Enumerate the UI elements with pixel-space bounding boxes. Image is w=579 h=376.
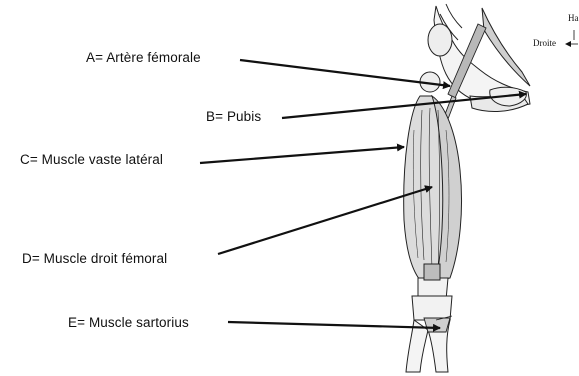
label-d-rectus-femoris: D= Muscle droit fémoral [22, 251, 167, 266]
arrow-e [228, 322, 440, 328]
orientation-right-label: Droite [533, 38, 556, 48]
label-c-vastus-lateralis: C= Muscle vaste latéral [20, 152, 163, 167]
orientation-compass [566, 30, 578, 44]
arrow-d [218, 187, 432, 254]
label-b-pubis: B= Pubis [206, 109, 261, 124]
thigh-muscles [404, 96, 462, 280]
label-a-femoral-artery: A= Artère fémorale [86, 50, 201, 65]
arrow-c [200, 147, 404, 163]
label-e-sartorius: E= Muscle sartorius [68, 315, 189, 330]
arrow-a [240, 60, 450, 86]
orientation-top-label: Ha [568, 13, 579, 23]
